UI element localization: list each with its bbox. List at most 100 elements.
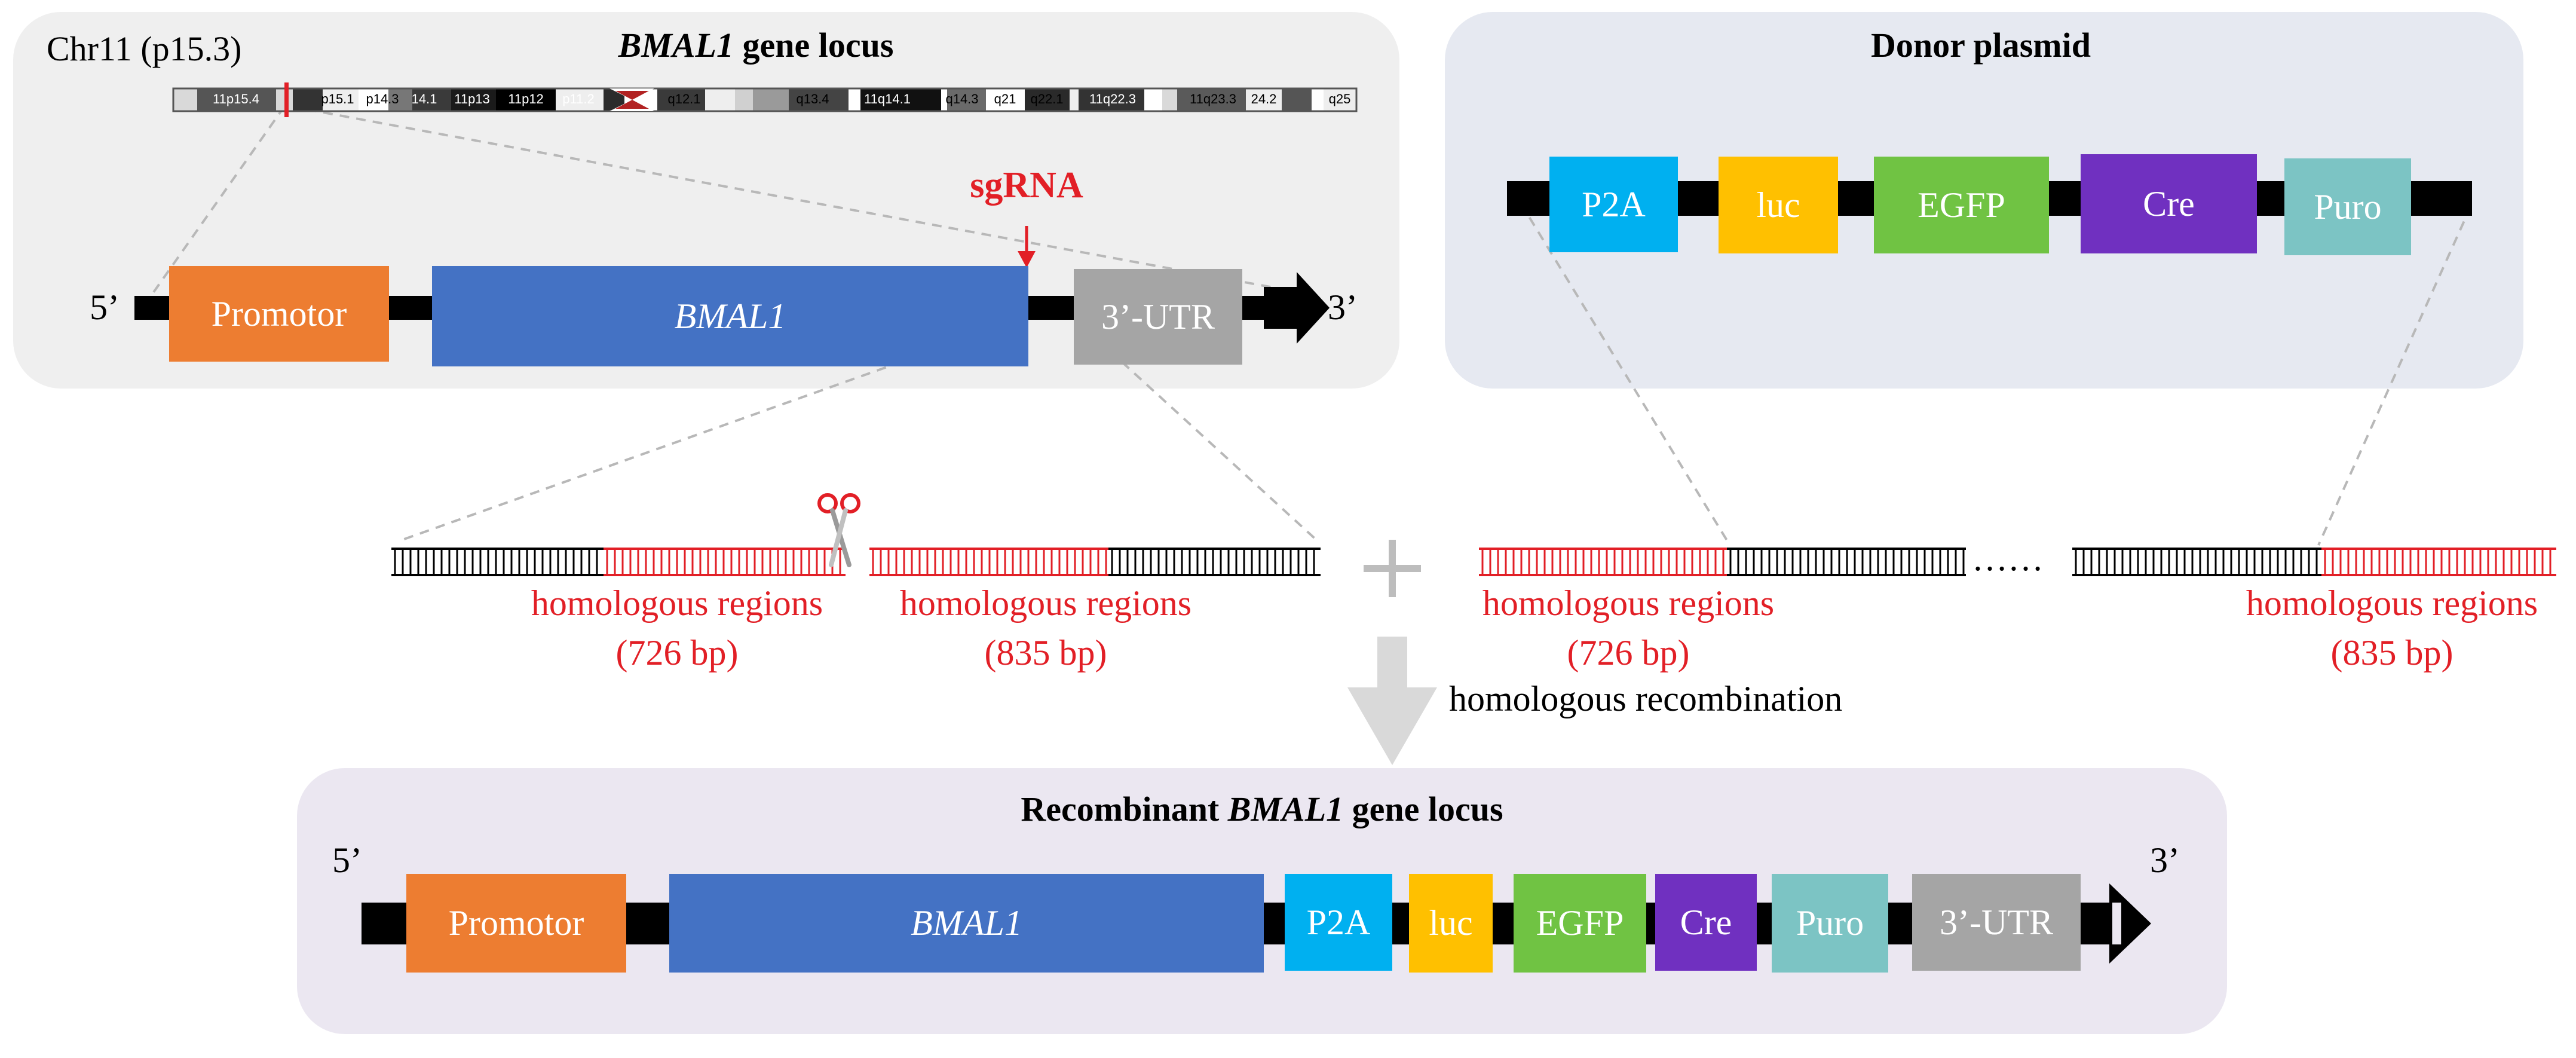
donor-cre-label: Cre [2143,184,2195,224]
gene-locus-title-rest: gene locus [733,26,894,65]
donor-p2a-label: P2A [1582,184,1646,224]
gene-locus-arrowhead [1264,272,1330,344]
ideogram-band-1 [173,88,197,111]
donor-left-line [1520,202,1731,546]
chromosome-ideogram [172,82,1358,117]
ideogram-band-15 [657,88,705,111]
ideogram-band-label: q12.1 [667,91,701,106]
ideogram-band-label: 11p13 [454,91,490,106]
ideogram-band-20 [849,88,860,111]
ideogram-band-6 [323,88,359,111]
ideogram-band-11 [496,88,556,111]
ideogram-band-10 [451,88,496,111]
chromosome-label: Chr11 (p15.3) [47,29,242,68]
ideogram-band-label: 11q14.1 [864,91,911,106]
recombinant-promotor-box: Promotor [406,874,626,973]
ideogram-band-label: 11p15.4 [213,91,259,106]
donor-luc-label: luc [1756,185,1800,225]
recombinant-title-prefix: Recombinant [1021,790,1228,828]
ideogram-band-32 [1246,88,1282,111]
ideogram-band-16 [705,88,735,111]
donor-egfp-box: EGFP [1874,157,2049,253]
donor-ellipsis: …… [1972,539,2044,578]
promotor-box: Promotor [169,266,389,362]
ideogram-band-2 [197,88,276,111]
ideogram-band-label: q14.3 [945,91,979,106]
ideogram-to-3prime-line [290,105,1303,294]
recombinant-cre-label: Cre [1680,902,1732,942]
ideogram-band-7 [359,88,388,111]
ideogram-band-label: q22.1 [1030,91,1064,106]
homology-size-3: (726 bp) [1567,633,1690,672]
ideogram-band-24 [986,88,1016,111]
recombinant-egfp-box: EGFP [1514,874,1646,973]
recombinant-title-rest: gene locus [1343,790,1503,828]
recombinant-3prime-label: 3’ [2150,840,2180,880]
sgrna-pointer-head [1018,251,1036,268]
homology-label-1: homologous regions [531,583,823,623]
ideogram-band-18 [753,88,789,111]
ideogram-band-31 [1177,88,1246,111]
donor-p2a-box: P2A [1549,157,1678,252]
recombination-label: homologous recombination [1449,679,1843,718]
ideogram-band-19 [789,88,849,111]
recombinant-5prime-label: 5’ [332,840,362,880]
arrows [1018,226,2151,964]
ideogram-band-29 [1144,88,1162,111]
ideogram-band-8 [388,88,412,111]
ideogram-band-21 [860,88,941,111]
recombinant-arrowhead [2109,883,2151,964]
ideogram-band-label: p15.1 [321,91,354,106]
ideogram-band-label: q25 [1328,91,1351,106]
gene-locus-title: BMAL1 gene locus [618,25,894,65]
bmal1-label: BMAL1 [674,296,786,336]
plus-sign-v [1389,540,1396,597]
donor-puro-label: Puro [2314,186,2382,227]
ideogram-band-22 [941,88,947,111]
utr-box: 3’-UTR [1074,269,1242,365]
homology-label-3: homologous regions [1482,583,1775,623]
donor-right-line [2317,206,2472,546]
gene-5prime-label: 5’ [90,288,120,327]
homology-size-1: (726 bp) [615,633,739,672]
recombinant-utr-label: 3’-UTR [1940,902,2053,942]
recombinant-luc-box: luc [1409,874,1493,973]
ideogram-band-label: q13.4 [796,91,829,106]
recombinant-utr-box: 3’-UTR [1912,874,2081,971]
ideogram-band-33 [1282,88,1312,111]
ideogram-band-label: 24.2 [1251,91,1277,106]
homology-label-2: homologous regions [899,583,1192,623]
ideogram-band-label: 11p12 [508,91,544,106]
recombinant-cre-box: Cre [1655,874,1757,971]
dna-ladders [391,548,2556,576]
ideogram-to-5prime-line [135,105,286,318]
ideogram-band-5 [293,88,323,111]
ideogram-outline [172,87,1358,112]
ideogram-band-28 [1079,88,1144,111]
recombinant-title: Recombinant BMAL1 gene locus [1021,789,1503,829]
gene-3prime-label: 3’ [1328,288,1358,327]
sgrna-label: sgRNA [970,165,1083,206]
ideogram-band-label: q21 [994,91,1016,106]
ideogram-band-35 [1324,88,1356,111]
homology-size-4: (835 bp) [2330,633,2454,672]
donor-luc-box: luc [1719,157,1838,253]
ideogram-band-label: 11q23.3 [1190,91,1236,106]
ideogram-band-9 [412,88,451,111]
scissors-icon [816,490,863,568]
recombinant-luc-label: luc [1429,903,1473,943]
ideogram-band-27 [1070,88,1079,111]
ideogram-band-25 [1016,88,1025,111]
homology-size-2: (835 bp) [984,633,1107,672]
centromere-top [615,91,649,100]
recombinant-p2a-box: P2A [1285,874,1392,971]
ideogram-band-26 [1025,88,1070,111]
recombinant-title-gene: BMAL1 [1227,790,1344,828]
ideogram-band-label: 11q22.3 [1089,91,1136,106]
ideogram-band-12 [556,88,604,111]
homology-label-4: homologous regions [2246,583,2538,623]
utr-label: 3’-UTR [1101,296,1215,337]
ideogram-band-label: p11.2 [562,91,595,106]
ideogram-band-label: 14.1 [411,91,437,106]
